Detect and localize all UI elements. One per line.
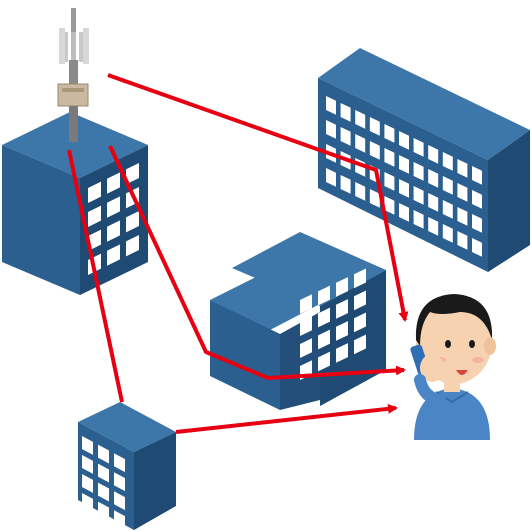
window bbox=[355, 134, 366, 153]
window bbox=[413, 186, 424, 205]
window bbox=[354, 290, 366, 311]
window bbox=[300, 294, 312, 314]
window bbox=[82, 436, 93, 455]
window bbox=[457, 183, 468, 202]
window bbox=[413, 138, 424, 157]
window bbox=[98, 501, 109, 521]
window bbox=[472, 238, 482, 257]
window bbox=[369, 189, 380, 208]
window bbox=[126, 211, 139, 233]
window bbox=[355, 110, 366, 129]
window bbox=[384, 172, 395, 191]
window bbox=[98, 444, 109, 464]
center-office-building bbox=[210, 232, 386, 410]
window bbox=[88, 181, 101, 203]
window bbox=[107, 196, 120, 218]
window bbox=[114, 510, 125, 530]
window bbox=[442, 200, 453, 219]
window bbox=[472, 166, 482, 185]
window bbox=[326, 168, 336, 187]
window bbox=[300, 316, 312, 336]
window bbox=[442, 224, 453, 243]
window bbox=[354, 334, 366, 355]
window bbox=[126, 235, 139, 257]
window bbox=[355, 182, 366, 201]
window bbox=[336, 343, 348, 363]
window bbox=[318, 285, 330, 306]
window bbox=[318, 351, 330, 372]
window bbox=[384, 148, 395, 167]
window bbox=[336, 277, 348, 297]
window bbox=[457, 207, 468, 226]
window bbox=[457, 159, 468, 178]
window bbox=[340, 175, 351, 194]
window bbox=[428, 169, 439, 188]
person-on-phone-icon bbox=[410, 294, 496, 440]
window bbox=[82, 493, 93, 512]
window bbox=[318, 329, 330, 350]
window bbox=[472, 190, 482, 209]
window bbox=[318, 307, 330, 328]
window bbox=[428, 145, 439, 164]
window bbox=[354, 268, 366, 289]
window bbox=[107, 172, 120, 194]
window bbox=[326, 96, 336, 115]
window bbox=[98, 482, 109, 502]
window bbox=[413, 162, 424, 181]
small-office-building bbox=[78, 402, 176, 530]
window bbox=[399, 179, 409, 198]
window bbox=[354, 312, 366, 333]
window bbox=[369, 141, 380, 160]
signal-paths bbox=[67, 73, 409, 434]
signal-path-arrow bbox=[67, 149, 124, 403]
window bbox=[428, 217, 439, 236]
window bbox=[98, 463, 109, 483]
window bbox=[384, 196, 395, 215]
window bbox=[399, 203, 409, 222]
window bbox=[107, 220, 120, 242]
signal-path-arrow bbox=[175, 403, 398, 434]
window bbox=[428, 193, 439, 212]
signal-path-arrow bbox=[107, 73, 409, 322]
window bbox=[107, 244, 120, 266]
window bbox=[126, 163, 139, 185]
cell-tower-icon bbox=[57, 8, 89, 142]
window bbox=[340, 103, 351, 122]
window bbox=[82, 474, 93, 493]
window bbox=[114, 491, 125, 511]
window bbox=[114, 453, 125, 473]
window bbox=[399, 155, 409, 174]
window bbox=[384, 124, 395, 143]
window bbox=[340, 127, 351, 146]
window bbox=[472, 214, 482, 233]
window bbox=[399, 131, 409, 150]
window bbox=[82, 455, 93, 474]
window bbox=[114, 472, 125, 492]
window bbox=[369, 117, 380, 136]
window bbox=[300, 338, 312, 358]
window bbox=[336, 321, 348, 341]
window bbox=[88, 229, 101, 251]
window bbox=[88, 205, 101, 227]
window bbox=[336, 299, 348, 319]
window bbox=[442, 152, 453, 171]
right-office-building bbox=[318, 48, 530, 272]
signal-path-arrow bbox=[108, 145, 406, 380]
window bbox=[413, 210, 424, 229]
window bbox=[457, 231, 468, 250]
window bbox=[326, 120, 336, 139]
window bbox=[442, 176, 453, 195]
